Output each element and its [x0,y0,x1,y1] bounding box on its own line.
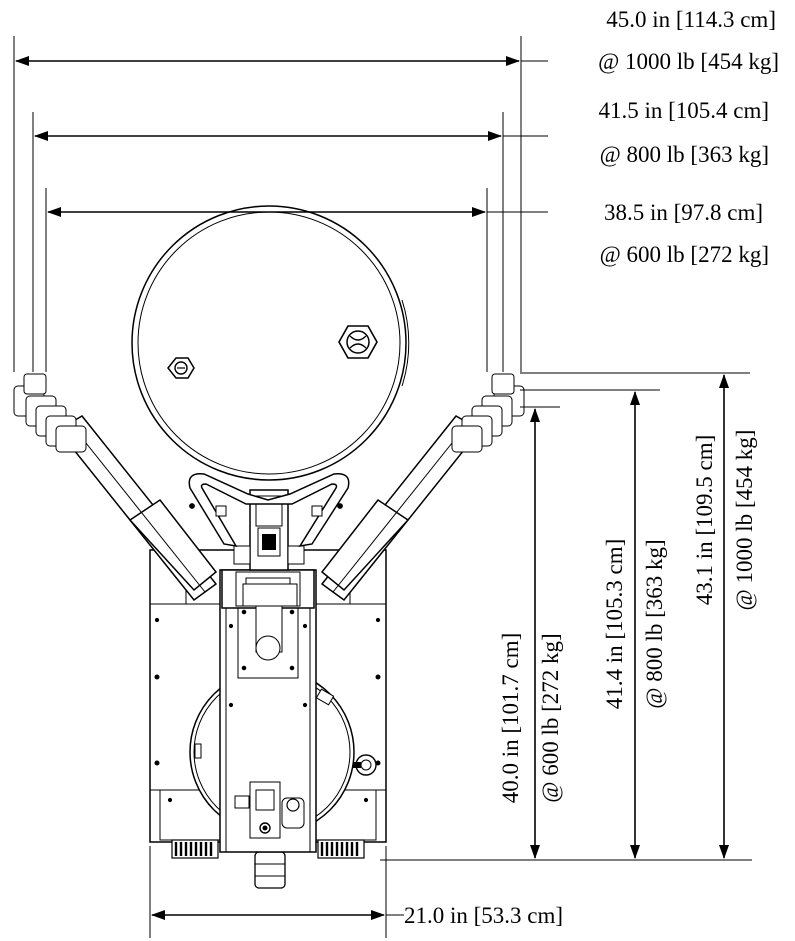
width-800-load: @ 800 lb [363 kg] [600,142,769,167]
height-600-load: @ 600 lb [272 kg] [538,633,563,802]
drum-cradle [188,473,350,548]
center-caster [254,851,286,889]
left-wheel [171,839,219,859]
height-1000-value: 43.1 in [109.5 cm] [692,435,717,606]
base-width-value: 21.0 in [53.3 cm] [404,903,563,928]
dimension-lines [13,36,752,938]
width-800-value: 41.5 in [105.4 cm] [598,98,769,123]
right-wheel [317,839,365,859]
height-800-value: 41.4 in [105.3 cm] [602,539,627,710]
width-600-value: 38.5 in [97.8 cm] [604,200,763,225]
drum-bung-large [338,325,378,359]
dimension-labels: 45.0 in [114.3 cm] @ 1000 lb [454 kg] 41… [404,7,779,928]
clamp-head [233,489,305,607]
right-outrigger [320,373,525,602]
left-outrigger [13,373,218,602]
right-fitting [353,754,377,776]
drum [131,205,410,481]
drum-lifter-machine [13,205,525,889]
drum-bung-small [167,357,195,379]
width-600-load: @ 600 lb [272 kg] [600,242,769,267]
height-1000-load: @ 1000 lb [454 kg] [732,430,757,611]
width-1000-load: @ 1000 lb [454 kg] [598,49,779,74]
width-1000-value: 45.0 in [114.3 cm] [606,7,776,32]
height-600-value: 40.0 in [101.7 cm] [498,633,523,804]
height-800-load: @ 800 lb [363 kg] [642,539,667,708]
